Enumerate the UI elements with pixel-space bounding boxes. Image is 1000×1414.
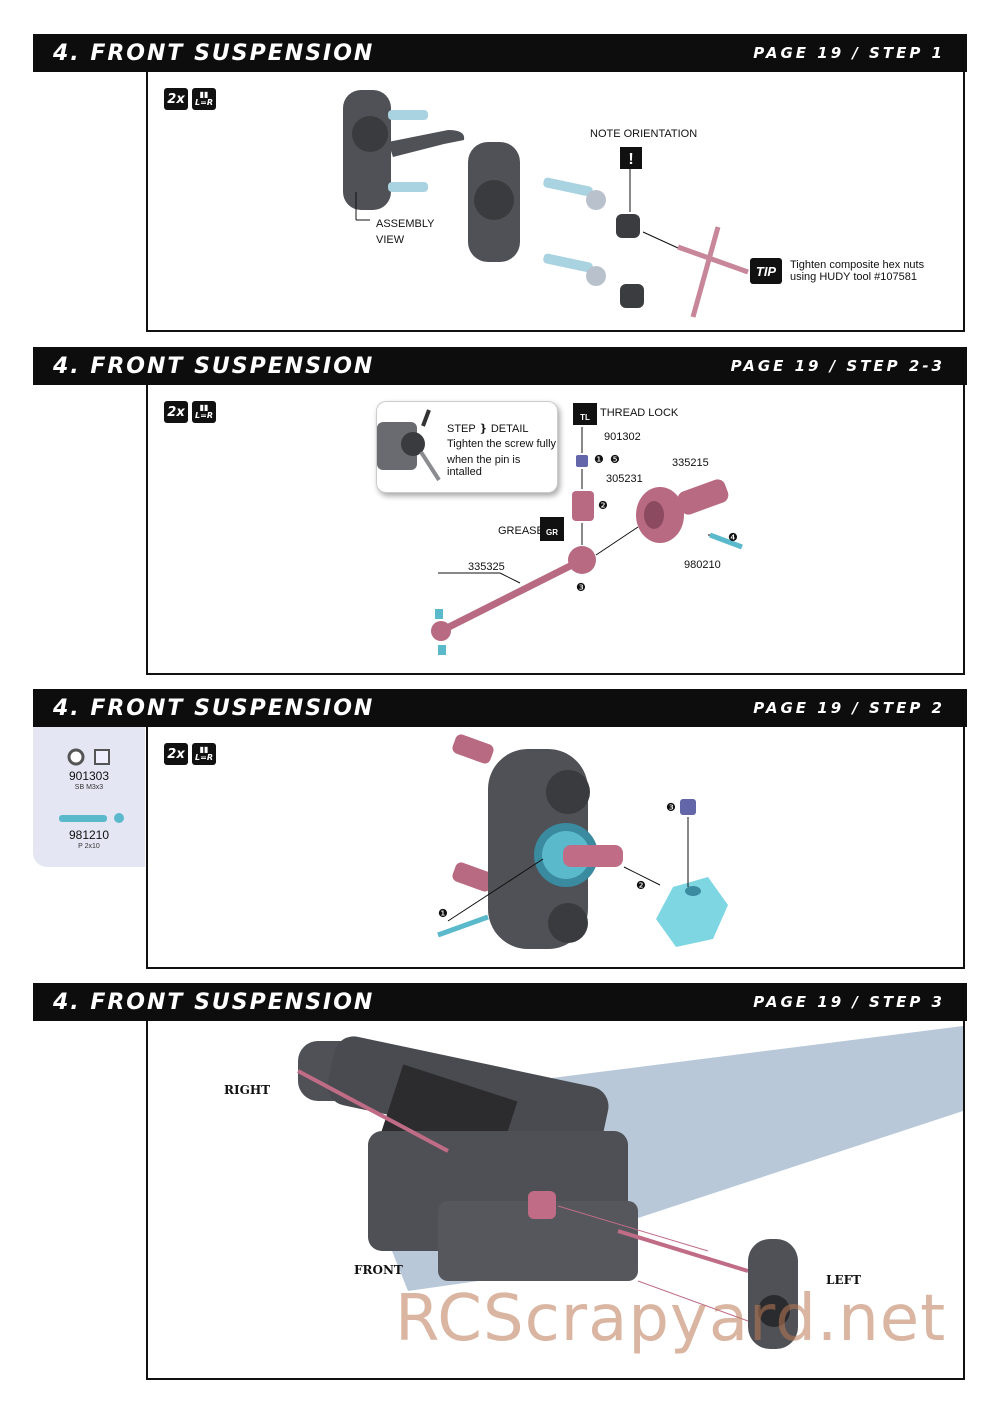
detail-title: STEP ❵ DETAIL bbox=[447, 423, 529, 435]
tip-line-2: using HUDY tool #107581 bbox=[790, 271, 917, 283]
grease-icon bbox=[540, 517, 564, 541]
section-title: 4. FRONT SUSPENSION bbox=[53, 353, 375, 379]
part-981210: 981210 bbox=[68, 828, 110, 842]
step2-3-diagram: TL GR bbox=[431, 403, 743, 655]
driveshaft-icon bbox=[431, 546, 596, 655]
step-num-2: ❷ bbox=[598, 500, 608, 512]
qty-badge: 2x bbox=[164, 401, 188, 423]
section-header-step2: 4. FRONT SUSPENSION PAGE 19 / STEP 2 bbox=[33, 689, 967, 727]
watermark: RCScrapyard.net bbox=[395, 1282, 947, 1356]
knuckle-icon bbox=[468, 142, 520, 262]
quantity-badges: 2x ▮▮L=R bbox=[164, 401, 216, 423]
step2-panel: 2x ▮▮L=R ❶ ❷ ❸ bbox=[146, 727, 965, 969]
step3-panel: RIGHT FRONT LEFT bbox=[146, 1021, 965, 1380]
assembled-knuckle-icon bbox=[343, 90, 465, 210]
section-title: 4. FRONT SUSPENSION bbox=[53, 989, 375, 1015]
lr-badge: ▮▮L=R bbox=[192, 743, 216, 765]
section-header-step3: 4. FRONT SUSPENSION PAGE 19 / STEP 3 bbox=[33, 983, 967, 1021]
front-label: FRONT bbox=[354, 1263, 403, 1277]
section-header-step1: 4. FRONT SUSPENSION PAGE 19 / STEP 1 bbox=[33, 34, 967, 72]
set-screw-icon bbox=[680, 799, 696, 815]
svg-text:GR: GR bbox=[546, 528, 558, 537]
pin-icon bbox=[437, 914, 489, 938]
step5-detail-callout: STEP ❵ DETAIL Tighten the screw fully wh… bbox=[376, 401, 558, 493]
front-bulkhead-icon bbox=[298, 1036, 638, 1281]
step-num-4: ❹ bbox=[728, 532, 738, 544]
hex-nut-icon bbox=[616, 214, 644, 308]
thread-lock-label: THREAD LOCK bbox=[600, 407, 679, 419]
tip-note: TIP Tighten composite hex nuts using HUD… bbox=[750, 258, 924, 284]
section-page: PAGE 19 / STEP 1 bbox=[753, 44, 945, 62]
lr-badge: ▮▮L=R bbox=[192, 88, 216, 110]
grease-label: GREASE bbox=[498, 525, 544, 537]
note-orientation-label: NOTE ORIENTATION bbox=[590, 128, 698, 140]
right-label: RIGHT bbox=[224, 1083, 271, 1097]
detail-image-icon bbox=[377, 409, 441, 482]
step2-diagram bbox=[437, 734, 728, 949]
part-901302: 901302 bbox=[604, 431, 641, 443]
left-hub-icon bbox=[748, 1239, 798, 1349]
qty-badge: 2x bbox=[164, 88, 188, 110]
step-num-5: ❺ bbox=[610, 454, 620, 466]
step1-panel: 2x ▮▮L=R bbox=[146, 72, 965, 332]
thread-lock-icon bbox=[573, 403, 597, 425]
hudy-tool-icon bbox=[677, 226, 749, 318]
axle-icon bbox=[563, 845, 623, 867]
step-num-3: ❸ bbox=[666, 802, 676, 814]
step-num-2: ❷ bbox=[636, 880, 646, 892]
assembly-view-label-2: VIEW bbox=[376, 234, 405, 246]
part-335215: 335215 bbox=[672, 457, 709, 469]
tip-icon: TIP bbox=[750, 258, 782, 284]
qty-badge: 2x bbox=[164, 743, 188, 765]
set-screw-icon bbox=[67, 748, 85, 766]
hub-carrier-icon bbox=[452, 734, 598, 949]
part-335325: 335325 bbox=[468, 561, 505, 573]
step-num-1: ❶ bbox=[594, 454, 604, 466]
part-305231: 305231 bbox=[606, 473, 643, 485]
left-label: LEFT bbox=[826, 1273, 862, 1287]
svg-text:!: ! bbox=[628, 151, 633, 168]
step1-diagram: ! bbox=[343, 90, 749, 318]
section-title: 4. FRONT SUSPENSION bbox=[53, 695, 375, 721]
pin-icon bbox=[59, 815, 107, 822]
part-981210-desc: P 2x10 bbox=[78, 843, 100, 850]
part-901303-desc: SB M3x3 bbox=[74, 784, 104, 791]
section-page: PAGE 19 / STEP 2-3 bbox=[730, 357, 945, 375]
detail-line-1: Tighten the screw fully bbox=[447, 438, 557, 450]
assembly-view-label: ASSEMBLY bbox=[376, 218, 435, 230]
axle-icon bbox=[636, 479, 729, 543]
part-980210: 980210 bbox=[684, 559, 721, 571]
ball-stud-icon bbox=[543, 177, 606, 286]
step2-3-panel: 2x ▮▮L=R STEP ❵ DETAIL Tighten the screw… bbox=[146, 385, 965, 675]
lr-badge: ▮▮L=R bbox=[192, 401, 216, 423]
quantity-badges: 2x ▮▮L=R bbox=[164, 743, 216, 765]
detail-line-2: when the pin is intalled bbox=[447, 454, 521, 478]
section-page: PAGE 19 / STEP 3 bbox=[753, 993, 945, 1011]
section-title: 4. FRONT SUSPENSION bbox=[53, 40, 375, 66]
coupler-icon bbox=[572, 491, 594, 521]
step-num-1: ❶ bbox=[438, 908, 448, 920]
parts-sidebar: 901303 SB M3x3 981210 P 2x10 bbox=[33, 727, 145, 867]
step-num-3: ❸ bbox=[576, 582, 586, 594]
pin-icon bbox=[709, 532, 743, 550]
step3-diagram bbox=[297, 1026, 963, 1349]
tip-line-1: Tighten composite hex nuts bbox=[790, 259, 925, 271]
section-header-step2-3: 4. FRONT SUSPENSION PAGE 19 / STEP 2-3 bbox=[33, 347, 967, 385]
svg-text:TL: TL bbox=[580, 413, 590, 422]
part-901303: 901303 bbox=[68, 769, 110, 783]
quantity-badges: 2x ▮▮L=R bbox=[164, 88, 216, 110]
wheel-hex-icon bbox=[656, 877, 728, 947]
parts-icons bbox=[59, 748, 124, 823]
set-screw-icon bbox=[576, 455, 588, 467]
section-page: PAGE 19 / STEP 2 bbox=[753, 699, 945, 717]
